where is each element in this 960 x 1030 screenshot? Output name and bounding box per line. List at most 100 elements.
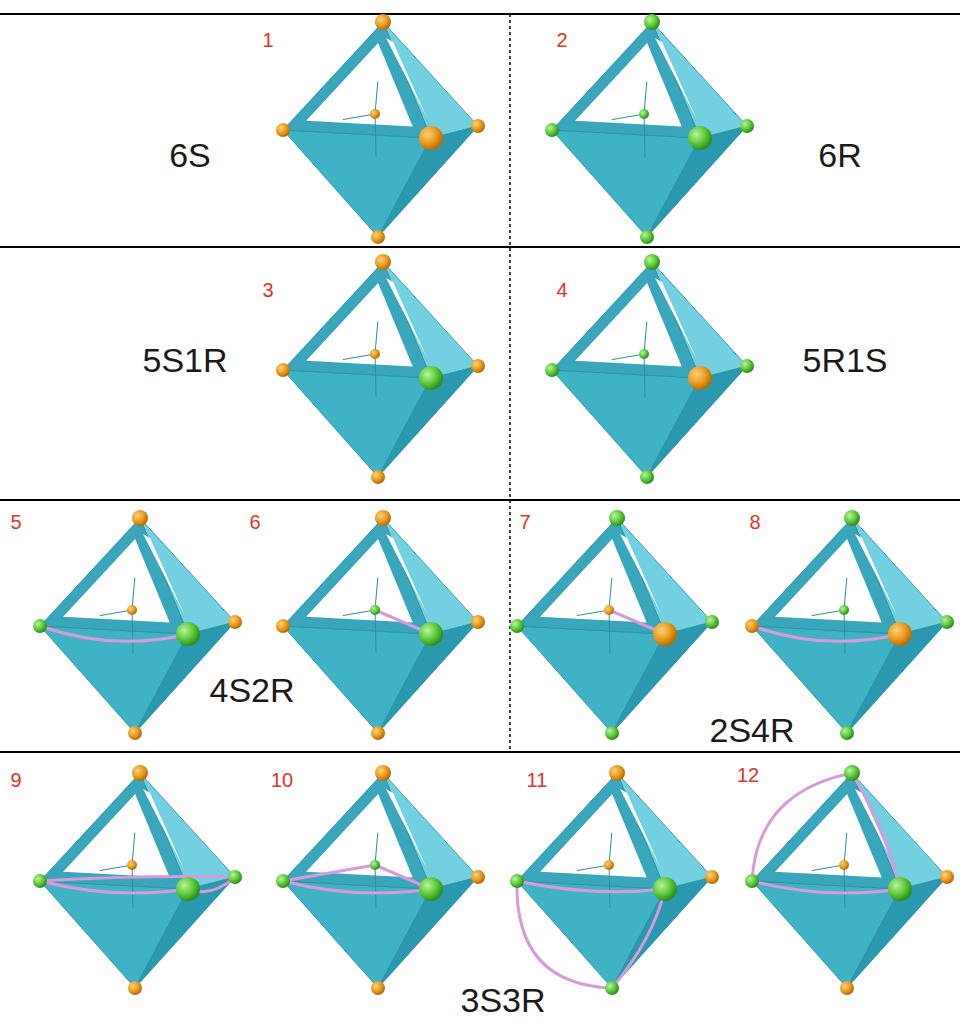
back-edge [609, 610, 610, 653]
s-vertex-ball [888, 622, 912, 646]
octahedron-face [612, 877, 712, 988]
s-vertex-ball [471, 870, 485, 884]
back-edge [132, 610, 133, 653]
s-vertex-ball [604, 860, 614, 870]
s-vertex-ball [371, 726, 385, 740]
configuration-label: 5S1R [142, 343, 227, 377]
octahedron [276, 14, 485, 244]
divider-line [0, 499, 960, 501]
s-vertex-ball [471, 359, 485, 373]
configuration-label: 6R [818, 138, 861, 172]
octahedron [276, 254, 485, 484]
s-vertex-ball [276, 123, 290, 137]
face-opening [386, 278, 427, 358]
octahedron-face [40, 773, 188, 889]
back-edge [375, 865, 376, 908]
panel-number: 1 [262, 30, 273, 50]
panel-number: 5 [10, 512, 21, 532]
face-opening [386, 789, 427, 869]
s-vertex-ball [127, 605, 137, 615]
face-opening [620, 789, 661, 869]
r-vertex-ball [370, 860, 380, 870]
s-vertex-ball [276, 363, 290, 377]
r-vertex-ball [844, 765, 860, 781]
panel-number: 4 [556, 280, 567, 300]
r-vertex-ball [609, 510, 625, 526]
r-vertex-ball [419, 622, 443, 646]
r-vertex-ball [33, 619, 47, 633]
configuration-label: 2S4R [709, 713, 794, 747]
panel-number: 10 [271, 770, 293, 790]
s-vertex-ball [371, 230, 385, 244]
face-opening [655, 38, 696, 118]
s-vertex-ball [419, 126, 443, 150]
r-vertex-ball [605, 981, 619, 995]
back-edge [375, 354, 376, 397]
pairing-link [852, 773, 900, 889]
back-edge [644, 354, 645, 397]
divider-line [0, 751, 960, 753]
s-vertex-ball [371, 470, 385, 484]
s-vertex-ball [132, 765, 148, 781]
panel-number: 6 [249, 512, 260, 532]
s-vertex-ball [839, 860, 849, 870]
r-vertex-ball [33, 874, 47, 888]
r-vertex-ball [510, 874, 524, 888]
configuration-label: 3S3R [460, 983, 545, 1017]
s-vertex-ball [940, 870, 954, 884]
panel-number: 8 [749, 512, 760, 532]
octahedra [33, 14, 954, 995]
octahedron-face [752, 518, 900, 634]
s-vertex-ball [128, 726, 142, 740]
face-opening [386, 534, 427, 614]
octahedron-face [378, 366, 478, 477]
divider-line [0, 246, 960, 248]
s-vertex-ball [375, 14, 391, 30]
r-vertex-ball [840, 726, 854, 740]
s-vertex-ball [132, 510, 148, 526]
face-opening [620, 534, 661, 614]
divider-line [0, 13, 960, 15]
back-edge [609, 865, 610, 908]
s-vertex-ball [228, 615, 242, 629]
configuration-label: 4S2R [209, 673, 294, 707]
s-vertex-ball [653, 622, 677, 646]
octahedron-face [378, 126, 478, 237]
r-vertex-ball [740, 359, 754, 373]
pairing-link [40, 881, 188, 893]
pairing-link [40, 877, 235, 882]
octahedron-face [552, 22, 700, 138]
s-vertex-ball [375, 254, 391, 270]
octahedron [745, 510, 954, 740]
s-vertex-ball [471, 119, 485, 133]
octahedron [545, 14, 754, 244]
s-vertex-ball [128, 981, 142, 995]
r-vertex-ball [688, 126, 712, 150]
s-vertex-ball [604, 605, 614, 615]
face-opening [386, 38, 427, 118]
r-vertex-ball [639, 349, 649, 359]
s-vertex-ball [127, 860, 137, 870]
s-vertex-ball [375, 510, 391, 526]
s-vertex-ball [840, 981, 854, 995]
octahedron [276, 510, 485, 740]
s-vertex-ball [371, 981, 385, 995]
octahedron-face [552, 262, 700, 378]
r-vertex-ball [844, 510, 860, 526]
r-vertex-ball [370, 605, 380, 615]
configuration-label: 6S [169, 138, 211, 172]
pairing-link [40, 626, 188, 641]
face-opening [655, 278, 696, 358]
panel-number: 7 [519, 512, 530, 532]
s-vertex-ball [375, 765, 391, 781]
octahedron [745, 765, 954, 995]
panel-number: 11 [527, 770, 548, 790]
panel-number: 9 [10, 770, 21, 790]
s-vertex-ball [370, 349, 380, 359]
dashed-divider [509, 14, 511, 752]
octahedron-face [40, 518, 188, 634]
face-opening [143, 534, 184, 614]
r-vertex-ball [545, 123, 559, 137]
